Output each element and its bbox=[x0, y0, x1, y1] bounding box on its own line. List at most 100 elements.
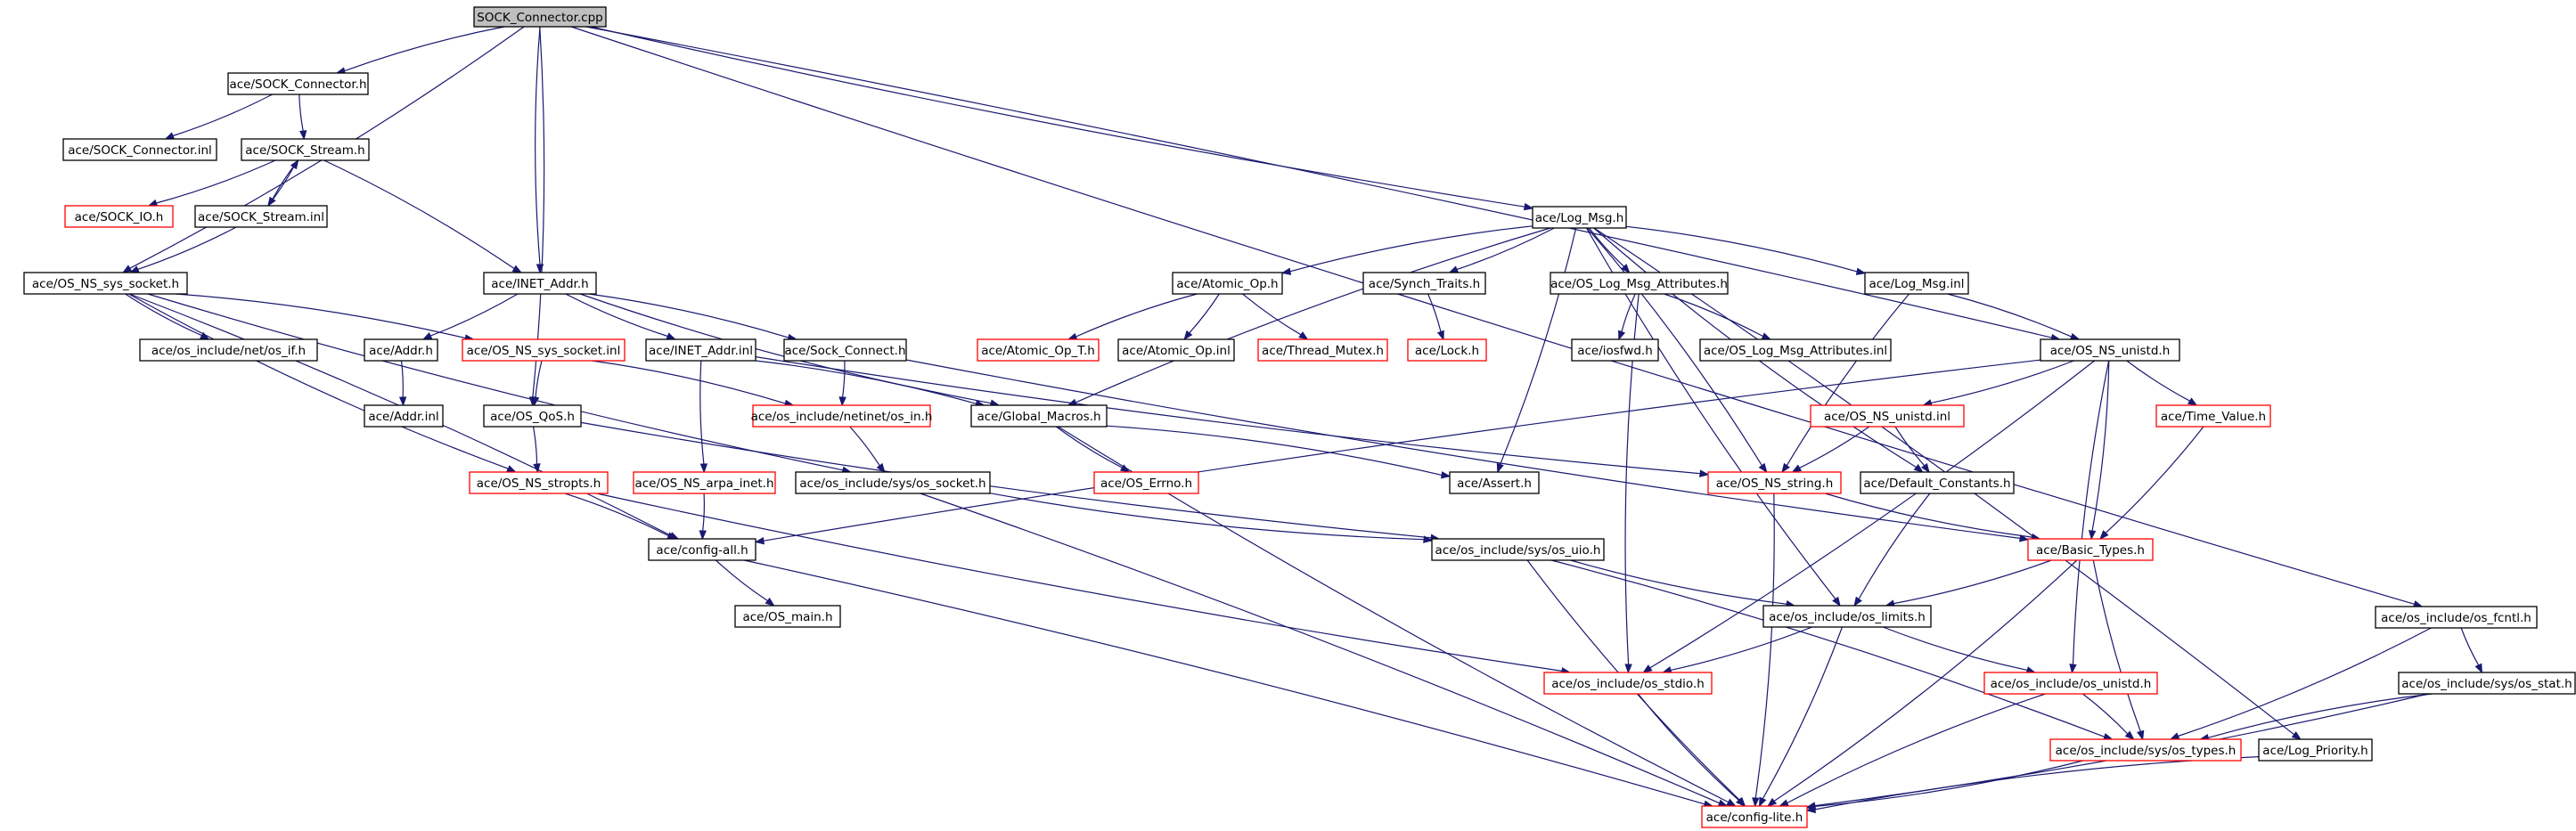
node-box bbox=[645, 338, 756, 362]
node-box bbox=[469, 471, 609, 494]
edge-line bbox=[1427, 293, 1442, 332]
edge-line bbox=[1621, 293, 1636, 332]
node-globalmacros[interactable]: ace/Global_Macros.h bbox=[970, 404, 1108, 428]
node-oslogmsgattr-h[interactable]: ace/OS_Log_Msg_Attributes.h bbox=[1550, 272, 1729, 295]
node-os-limits[interactable]: ace/os_include/os_limits.h bbox=[1762, 605, 1932, 628]
edge-line bbox=[744, 559, 1705, 805]
edge-root-to-sockconn_h bbox=[335, 26, 505, 75]
node-osns-unistd-h[interactable]: ace/OS_NS_unistd.h bbox=[2040, 338, 2180, 362]
edge-osns_stropts-to-os_stdio bbox=[596, 493, 1572, 675]
node-oslogmsgattr-inl[interactable]: ace/OS_Log_Msg_Attributes.inl bbox=[1699, 338, 1892, 362]
node-osns-unistd-inl[interactable]: ace/OS_NS_unistd.inl bbox=[1810, 404, 1965, 428]
node-configall[interactable]: ace/config-all.h bbox=[648, 538, 756, 561]
node-sockconn-h[interactable]: ace/SOCK_Connector.h bbox=[227, 72, 369, 95]
node-root[interactable]: SOCK_Connector.cpp bbox=[473, 6, 607, 28]
edge-line bbox=[1500, 227, 1577, 465]
node-label: ace/Log_Priority.h bbox=[2262, 744, 2367, 758]
node-label: ace/Assert.h bbox=[1457, 477, 1532, 491]
node-os-unistd[interactable]: ace/os_include/os_unistd.h bbox=[1983, 672, 2158, 695]
node-box bbox=[1093, 471, 1199, 494]
edge-arrowhead bbox=[506, 465, 517, 473]
edge-line bbox=[2460, 627, 2480, 666]
node-box bbox=[970, 404, 1108, 428]
node-sockstream-inl[interactable]: ace/SOCK_Stream.inl bbox=[194, 205, 328, 228]
node-iosfwd[interactable]: ace/iosfwd.h bbox=[1571, 338, 1659, 362]
node-atomicop-t[interactable]: ace/Atomic_Op_T.h bbox=[977, 338, 1100, 362]
node-box bbox=[795, 471, 991, 494]
node-sockconn-inl[interactable]: ace/SOCK_Connector.inl bbox=[62, 138, 217, 161]
edge-arrowhead bbox=[299, 130, 307, 141]
node-sys-socket[interactable]: ace/os_include/sys/os_socket.h bbox=[795, 471, 991, 494]
node-box bbox=[1864, 272, 1969, 295]
node-os-fcntl[interactable]: ace/os_include/os_fcntl.h bbox=[2375, 606, 2538, 629]
node-sockconnect-h[interactable]: ace/Sock_Connect.h bbox=[783, 338, 907, 362]
edge-line bbox=[1664, 293, 1763, 338]
edge-arrowhead bbox=[2124, 730, 2135, 740]
node-osns-string[interactable]: ace/OS_NS_string.h bbox=[1707, 471, 1842, 494]
node-logmsg-h[interactable]: ace/Log_Msg.h bbox=[1532, 206, 1627, 229]
node-atomicop-h[interactable]: ace/Atomic_Op.h bbox=[1172, 272, 1283, 295]
edge-line bbox=[565, 293, 668, 338]
edge-globalmacros-to-oserrno bbox=[1055, 426, 1131, 473]
node-sys-stat[interactable]: ace/os_include/sys/os_stat.h bbox=[2398, 672, 2576, 695]
node-osqos-h[interactable]: ace/OS_QoS.h bbox=[483, 404, 582, 428]
node-sys-uio[interactable]: ace/os_include/sys/os_uio.h bbox=[1431, 538, 1605, 561]
node-lock-h[interactable]: ace/Lock.h bbox=[1407, 338, 1487, 362]
edge-line bbox=[1814, 760, 2083, 807]
node-oserrno[interactable]: ace/OS_Errno.h bbox=[1093, 471, 1199, 494]
edge-line bbox=[1858, 493, 1931, 599]
node-label: ace/OS_Log_Msg_Attributes.h bbox=[1550, 277, 1728, 291]
edge-osns_unistd_h-to-os_unistd bbox=[2069, 360, 2110, 674]
node-osns-syssock-h[interactable]: ace/OS_NS_sys_socket.h bbox=[23, 272, 188, 295]
edge-arrowhead bbox=[1423, 535, 1434, 543]
node-net-if[interactable]: ace/os_include/net/os_if.h bbox=[139, 338, 318, 362]
edge-line bbox=[1570, 559, 1787, 605]
edge-sockconnect_h-to-netinet_in bbox=[838, 360, 846, 407]
edge-line bbox=[1787, 693, 2046, 804]
edge-arrowhead bbox=[164, 132, 176, 140]
node-box bbox=[1431, 538, 1605, 561]
edge-osns_syssock_h-to-osns_stropts bbox=[128, 293, 517, 473]
node-logpriority[interactable]: ace/Log_Priority.h bbox=[2258, 738, 2373, 762]
node-osns-arpainet[interactable]: ace/OS_NS_arpa_inet.h bbox=[633, 471, 776, 494]
node-label: ace/Global_Macros.h bbox=[977, 410, 1100, 424]
edge-sys_socket-to-sys_uio bbox=[989, 493, 1434, 543]
edge-defconst-to-os_limits bbox=[1853, 493, 1931, 607]
node-label: ace/Log_Msg.inl bbox=[1869, 277, 1964, 291]
node-basictypes[interactable]: ace/Basic_Types.h bbox=[2027, 538, 2154, 561]
node-timevalue[interactable]: ace/Time_Value.h bbox=[2155, 404, 2271, 428]
edge-line bbox=[570, 26, 2415, 605]
edge-line bbox=[989, 493, 1425, 541]
edge-arrowhead bbox=[2099, 530, 2109, 541]
node-assert[interactable]: ace/Assert.h bbox=[1449, 471, 1540, 494]
edge-arrowhead bbox=[1767, 797, 1778, 807]
node-logmsg-inl[interactable]: ace/Log_Msg.inl bbox=[1864, 272, 1969, 295]
node-addr-inl[interactable]: ace/Addr.inl bbox=[364, 404, 444, 428]
node-addr-h[interactable]: ace/Addr.h bbox=[364, 338, 438, 362]
node-label: ace/os_include/net/os_if.h bbox=[151, 344, 306, 358]
edge-line bbox=[535, 26, 541, 265]
node-sockio-h[interactable]: ace/SOCK_IO.h bbox=[64, 205, 174, 228]
edge-arrowhead bbox=[754, 537, 765, 545]
node-inetaddr-h[interactable]: ace/INET_Addr.h bbox=[483, 272, 597, 295]
node-sockstream-h[interactable]: ace/SOCK_Stream.h bbox=[241, 138, 370, 161]
node-osns-stropts[interactable]: ace/OS_NS_stropts.h bbox=[469, 471, 609, 494]
node-inetaddr-inl[interactable]: ace/INET_Addr.inl bbox=[645, 338, 756, 362]
node-atomicop-inl[interactable]: ace/Atomic_Op.inl bbox=[1117, 338, 1235, 362]
node-sys-types[interactable]: ace/os_include/sys/os_types.h bbox=[2049, 738, 2242, 762]
node-configlite[interactable]: ace/config-lite.h bbox=[1701, 805, 1808, 828]
edge-line bbox=[699, 360, 705, 465]
node-osns-syssock-inl[interactable]: ace/OS_NS_sys_socket.inl bbox=[462, 338, 626, 362]
node-box bbox=[364, 404, 444, 428]
node-os-stdio[interactable]: ace/os_include/os_stdio.h bbox=[1543, 672, 1713, 695]
node-box bbox=[462, 338, 626, 362]
node-threadmutex[interactable]: ace/Thread_Mutex.h bbox=[1257, 338, 1388, 362]
edge-osns_unistd_inl-to-defconst bbox=[1894, 426, 1930, 474]
node-netinet-in[interactable]: ace/os_include/netinet/os_in.h bbox=[751, 404, 933, 428]
edge-line bbox=[2178, 627, 2432, 737]
node-defconst[interactable]: ace/Default_Constants.h bbox=[1860, 471, 2015, 494]
node-osmain[interactable]: ace/OS_main.h bbox=[734, 605, 841, 628]
edge-oslogmsgattr_h-to-iosfwd bbox=[1618, 293, 1636, 341]
edge-osns_syssock_inl-to-osqos_h bbox=[531, 360, 543, 407]
node-synchtraits[interactable]: ace/Synch_Traits.h bbox=[1362, 272, 1486, 295]
